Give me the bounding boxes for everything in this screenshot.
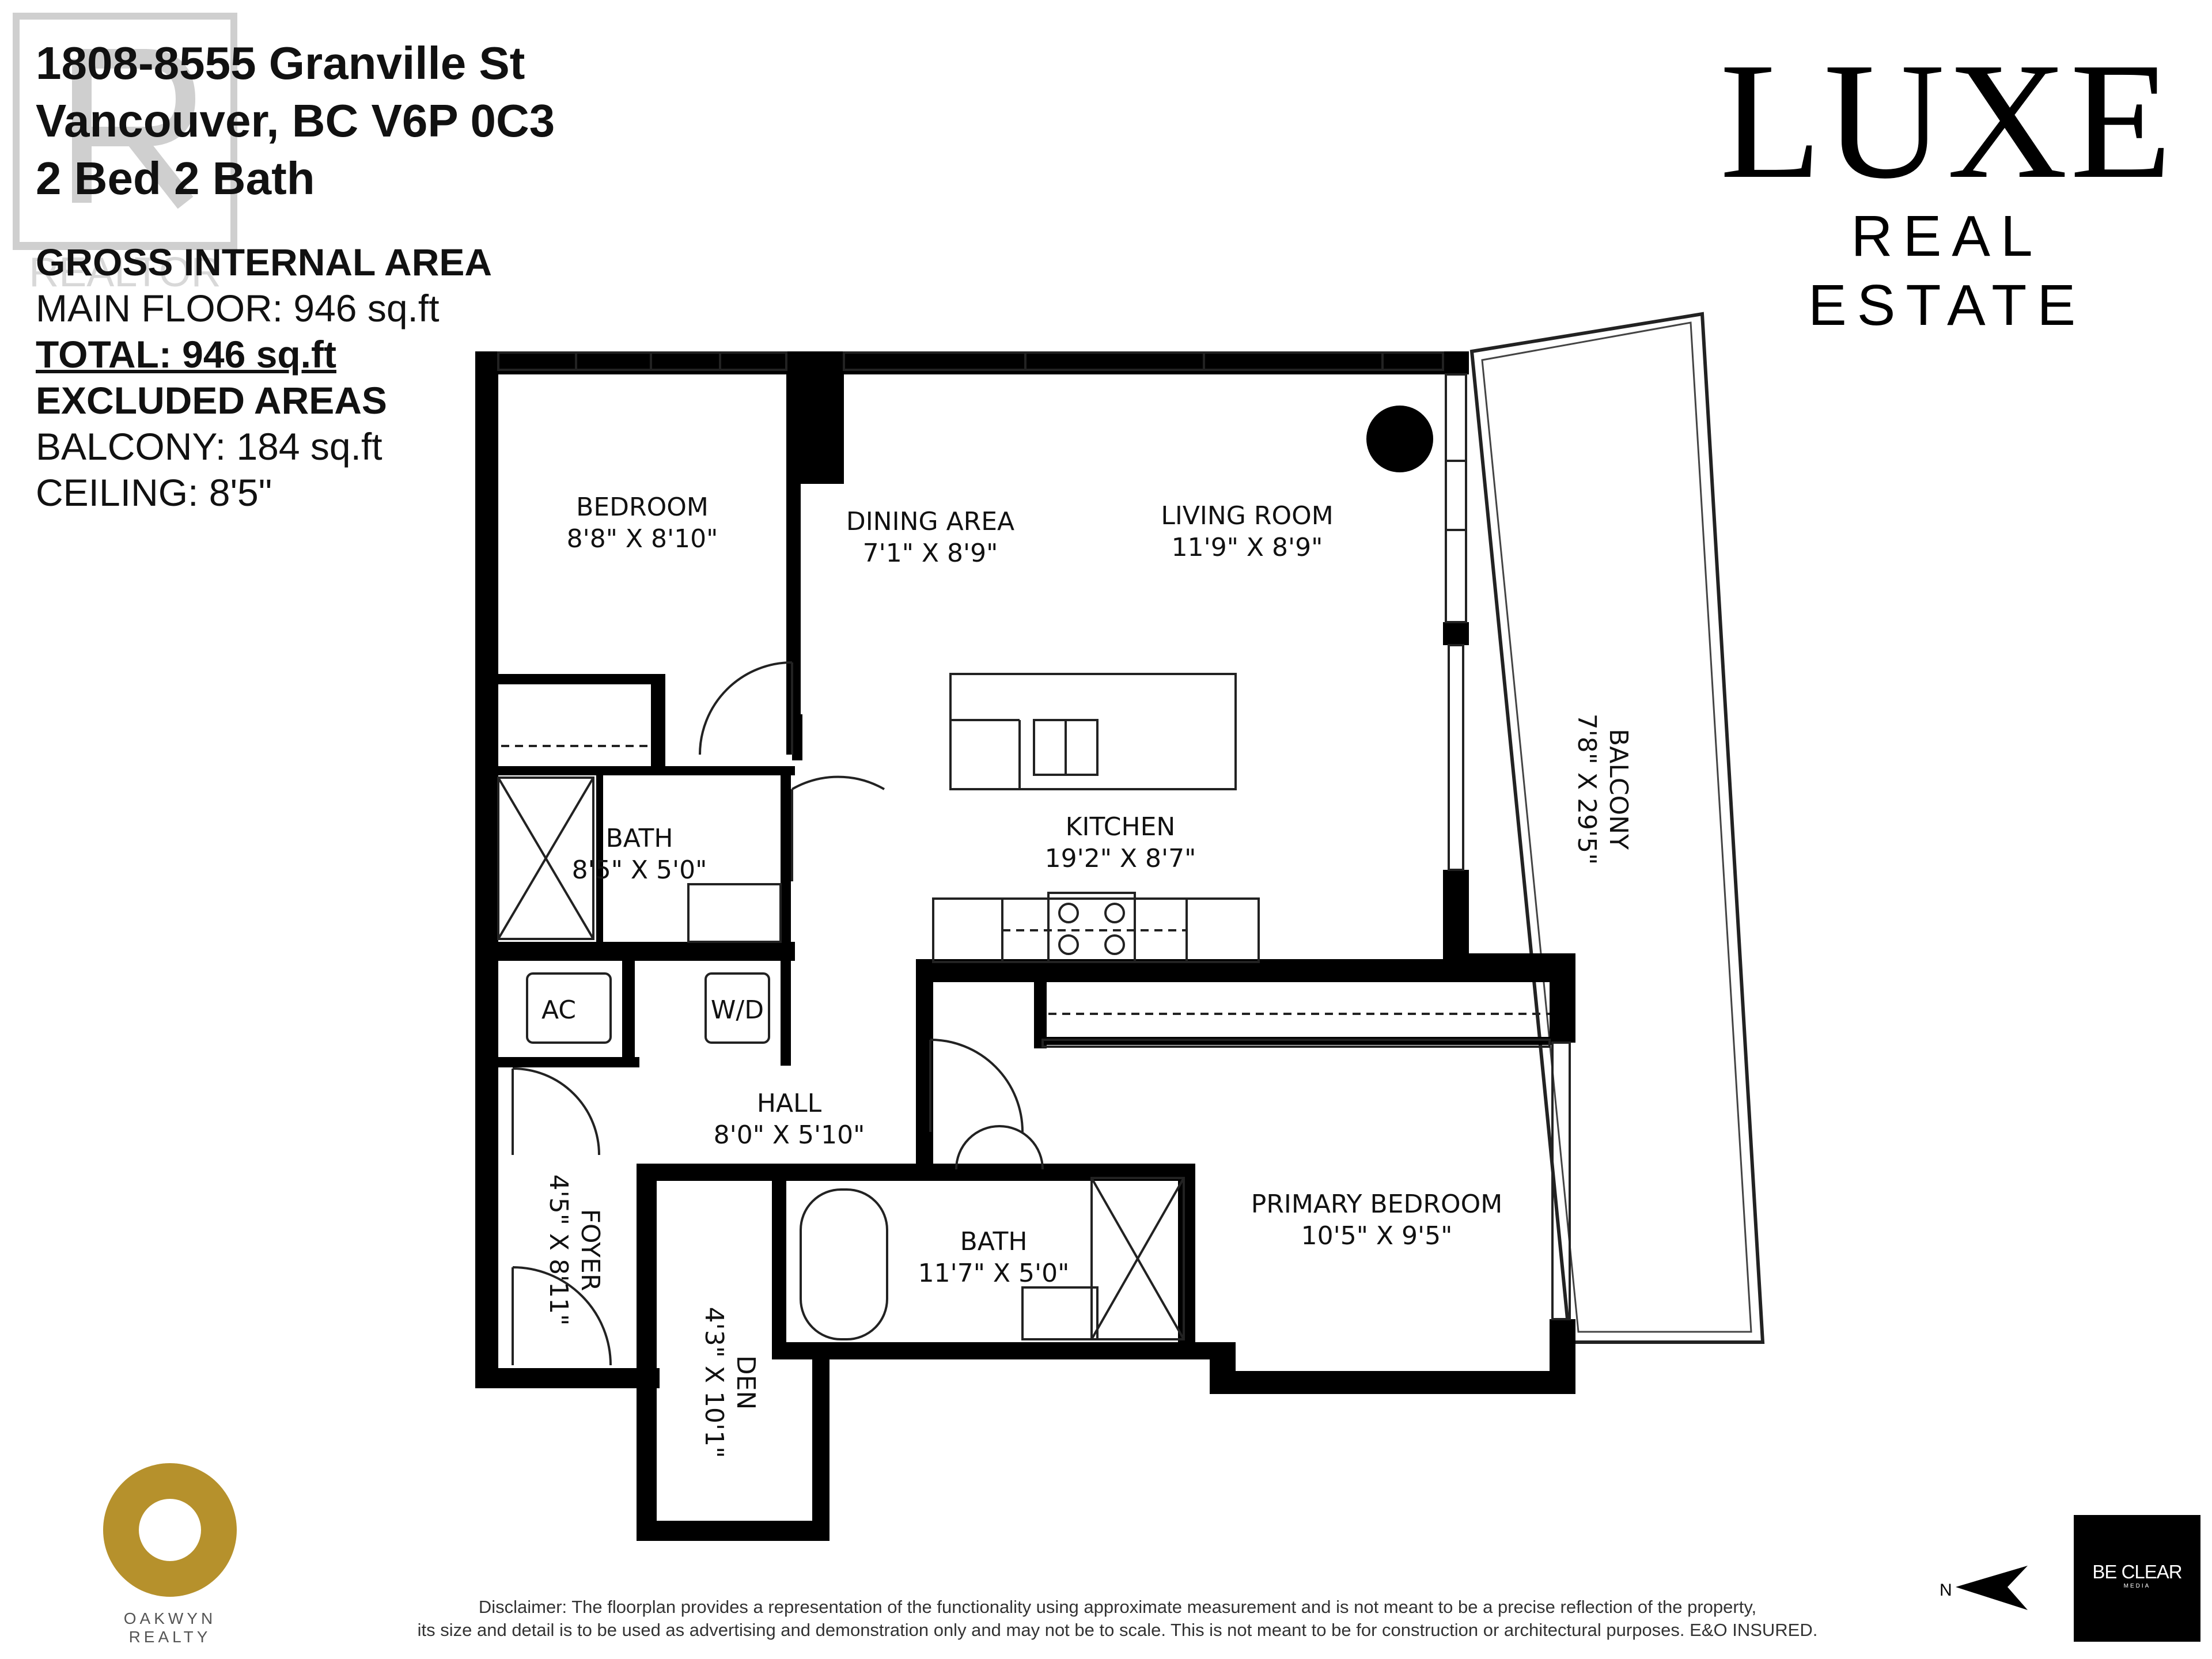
- hall-label: HALL: [757, 1089, 822, 1118]
- dining-label: DINING AREA: [846, 507, 1014, 536]
- ac-label: AC: [541, 995, 576, 1025]
- main-floor-area: MAIN FLOOR: 946 sq.ft: [36, 287, 440, 329]
- total-area: TOTAL: 946 sq.ft: [36, 333, 336, 376]
- bath2-dims: 11'7" X 5'0": [918, 1259, 1070, 1288]
- den-label: DEN: [731, 1355, 760, 1410]
- balcony-label: BALCONY: [1604, 729, 1633, 850]
- disclaimer: Disclaimer: The floorplan provides a rep…: [323, 1596, 1912, 1642]
- bedroom-dims: 8'8" X 8'10": [567, 524, 718, 554]
- foyer-label: FOYER: [575, 1209, 605, 1291]
- north-arrow-icon: N: [1940, 1566, 2028, 1610]
- living-label: LIVING ROOM: [1161, 501, 1333, 531]
- disclaimer-line1: Disclaimer: The floorplan provides a rep…: [478, 1597, 1757, 1617]
- bath1-dims: 8'5" X 5'0": [572, 855, 707, 885]
- address-line1: 1808-8555 Granville St: [36, 37, 525, 89]
- living-dims: 11'9" X 8'9": [1172, 533, 1323, 562]
- gross-area-heading: GROSS INTERNAL AREA: [36, 241, 493, 283]
- bedroom-label: BEDROOM: [576, 493, 709, 522]
- kitchen-label: KITCHEN: [1066, 812, 1176, 842]
- beds-baths: 2 Bed 2 Bath: [36, 153, 315, 204]
- wd-label: W/D: [711, 995, 764, 1025]
- oakwyn-logo: OAKWYN REALTY: [86, 1463, 253, 1646]
- windows: [497, 351, 1571, 1320]
- luxe-logo: LUXE REAL ESTATE: [1705, 28, 2189, 340]
- listing-header: 1808-8555 Granville St Vancouver, BC V6P…: [36, 35, 555, 207]
- kitchen-dims: 19'2" X 8'7": [1045, 844, 1196, 873]
- den-dims: 4'3" X 10'1": [699, 1307, 729, 1459]
- brand-name: LUXE: [1719, 28, 2175, 213]
- bath2-label: BATH: [960, 1227, 1028, 1256]
- area-summary: GROSS INTERNAL AREA MAIN FLOOR: 946 sq.f…: [36, 239, 492, 516]
- balcony-outline: [1469, 312, 1765, 1344]
- brand-subtitle: REAL ESTATE: [1808, 204, 2086, 338]
- structural-column: [1366, 406, 1433, 472]
- door-swings: [497, 661, 1550, 1366]
- kitchen-fixtures: [932, 673, 1260, 963]
- primary-dims: 10'5" X 9'5": [1301, 1221, 1453, 1251]
- compass-label: N: [1940, 1581, 1952, 1600]
- disclaimer-line2: its size and detail is to be used as adv…: [417, 1620, 1818, 1640]
- realtor-watermark: REALTOR: [13, 13, 237, 296]
- balcony-dims: 7'8" X 29'5": [1572, 714, 1601, 865]
- oakwyn-ring-icon: [103, 1463, 237, 1597]
- address-line2: Vancouver, BC V6P 0C3: [36, 95, 555, 146]
- brokerage-name: OAKWYN REALTY: [123, 1609, 217, 1646]
- ceiling-height: CEILING: 8'5": [36, 471, 272, 514]
- svg-text:REALTOR: REALTOR: [29, 249, 221, 296]
- primary-label: PRIMARY BEDROOM: [1251, 1190, 1502, 1219]
- be-clear-media-logo: BE CLEAR MEDIA: [2074, 1515, 2200, 1642]
- dining-dims: 7'1" X 8'9": [863, 539, 998, 568]
- media-logo-line2: MEDIA: [2123, 1583, 2151, 1589]
- hall-dims: 8'0" X 5'10": [714, 1120, 865, 1150]
- excluded-areas-heading: EXCLUDED AREAS: [36, 379, 387, 422]
- media-logo-line1: BE CLEAR: [2092, 1561, 2182, 1582]
- balcony-area: BALCONY: 184 sq.ft: [36, 425, 382, 468]
- foyer-dims: 4'5" X 8'11": [544, 1175, 573, 1326]
- bath1-label: BATH: [606, 824, 673, 853]
